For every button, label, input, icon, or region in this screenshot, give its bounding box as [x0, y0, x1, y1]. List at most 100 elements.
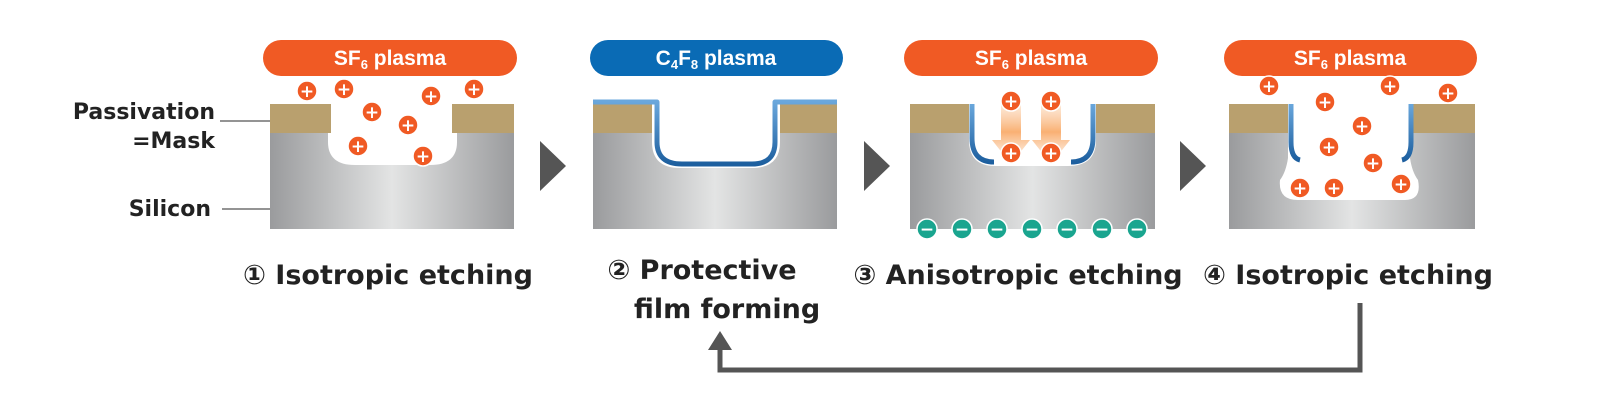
minus-circle-icon: − [951, 218, 973, 240]
minus-circle-icon: − [1021, 218, 1043, 240]
plus-circle-icon: + [1351, 115, 1373, 137]
plus-circle-icon: + [397, 114, 419, 136]
svg-text:+: + [351, 137, 365, 157]
svg-text:+: + [300, 82, 314, 102]
triangle-right-icon [540, 141, 566, 191]
step-3-panel: SF6 plasma + + + + − − − − − − − ③ Aniso… [853, 40, 1183, 291]
svg-text:+: + [1394, 175, 1408, 195]
step-2-label-line1: ② Protective [607, 255, 796, 286]
svg-text:SF6 plasma: SF6 plasma [1294, 47, 1407, 72]
step-4-panel: SF6 plasma + + + + + + + + + + ④ Isotrop… [1203, 40, 1493, 291]
passivation-film-left [1288, 104, 1301, 163]
plus-circle-icon: + [412, 145, 434, 167]
passivation-film-left [969, 104, 995, 165]
plasma-word: plasma [368, 47, 447, 70]
step-3-label: ③ Anisotropic etching [853, 260, 1182, 291]
plus-circle-icon: + [361, 101, 383, 123]
plus-circle-icon: + [1314, 91, 1336, 113]
passivation-film-right [1401, 104, 1414, 163]
positive-ions: + + + + + + + + + + [1258, 75, 1459, 199]
step-1-label: ① Isotropic etching [243, 260, 533, 291]
svg-text:+: + [337, 80, 351, 100]
plus-circle-icon: + [1390, 173, 1412, 195]
plus-circle-icon: + [1379, 75, 1401, 97]
svg-text:+: + [401, 116, 415, 136]
passivation-film-right [1070, 104, 1096, 165]
plus-circle-icon: + [1289, 177, 1311, 199]
svg-text:−: − [1095, 220, 1109, 240]
mask-layer-left [593, 104, 655, 133]
svg-text:−: − [1060, 220, 1074, 240]
svg-text:+: + [1044, 144, 1058, 164]
svg-text:C4F8 plasma: C4F8 plasma [656, 47, 777, 72]
silicon-label: Silicon [129, 197, 211, 222]
svg-text:+: + [1441, 84, 1455, 104]
plus-circle-icon: + [1318, 136, 1340, 158]
positive-ions: + + + + [1000, 90, 1062, 164]
step-4-label: ④ Isotropic etching [1203, 260, 1493, 291]
svg-text:+: + [424, 87, 438, 107]
plus-circle-icon: + [1362, 152, 1384, 174]
etched-cavity [328, 133, 457, 165]
svg-text:−: − [990, 220, 1004, 240]
mask-layer-right [452, 104, 514, 133]
etched-cavity [652, 104, 780, 168]
minus-circle-icon: − [1091, 218, 1113, 240]
sf6-plasma-badge: SF6 plasma [904, 40, 1158, 76]
plus-circle-icon: + [347, 135, 369, 157]
plus-circle-icon: + [1437, 82, 1459, 104]
triangle-right-icon [1180, 141, 1206, 191]
etched-cavity [1279, 104, 1419, 200]
svg-text:+: + [1004, 144, 1018, 164]
svg-text:SF6 plasma: SF6 plasma [975, 47, 1088, 72]
minus-circle-icon: − [1126, 218, 1148, 240]
minus-circle-icon: − [1056, 218, 1078, 240]
plus-circle-icon: + [1040, 90, 1062, 112]
plus-circle-icon: + [420, 85, 442, 107]
plasma-text: SF [1294, 47, 1321, 70]
passivation-film [593, 99, 837, 167]
plasma-text: SF [975, 47, 1002, 70]
etched-cavity [969, 104, 1096, 166]
svg-text:+: + [1293, 179, 1307, 199]
svg-text:+: + [1327, 179, 1341, 199]
mask-layer-left [910, 104, 972, 133]
sf6-plasma-badge: SF6 plasma [1224, 40, 1477, 76]
svg-text:+: + [416, 147, 430, 167]
plasma-subscript: 6 [1321, 57, 1328, 72]
svg-text:+: + [1004, 92, 1018, 112]
plus-circle-icon: + [1258, 75, 1280, 97]
mask-layer-right [1412, 104, 1475, 133]
plasma-subscript: 6 [1002, 57, 1009, 72]
minus-circle-icon: − [916, 218, 938, 240]
svg-text:+: + [1262, 77, 1276, 97]
mask-layer-left [270, 104, 331, 133]
positive-ions: + + + + + + + + [296, 78, 485, 167]
step-1-panel: SF6 plasma + + + + + + + + ① Isotropic e… [243, 40, 533, 291]
mask-layer-right [776, 104, 837, 133]
plasma-text: C [656, 47, 671, 70]
plasma-subscript: 6 [361, 57, 368, 72]
svg-text:+: + [1355, 117, 1369, 137]
svg-text:−: − [955, 220, 969, 240]
svg-text:+: + [1383, 77, 1397, 97]
plus-circle-icon: + [1323, 177, 1345, 199]
plasma-word: plasma [698, 47, 777, 70]
svg-text:+: + [365, 103, 379, 123]
step-2-panel: C4F8 plasma ② Protective film forming [590, 40, 843, 325]
svg-text:+: + [1318, 93, 1332, 113]
plasma-word: plasma [1009, 47, 1088, 70]
plus-circle-icon: + [463, 78, 485, 100]
return-arrow-icon [708, 303, 1363, 373]
step-2-label-line2: film forming [634, 294, 820, 325]
plasma-text: F [678, 47, 691, 70]
plasma-subscript: 8 [691, 57, 698, 72]
plus-circle-icon: + [1000, 142, 1022, 164]
plus-circle-icon: + [1040, 142, 1062, 164]
plasma-word: plasma [1328, 47, 1407, 70]
negative-ions: − − − − − − − [916, 218, 1148, 240]
svg-text:+: + [1366, 154, 1380, 174]
c4f8-plasma-badge: C4F8 plasma [590, 40, 843, 76]
plus-circle-icon: + [296, 80, 318, 102]
